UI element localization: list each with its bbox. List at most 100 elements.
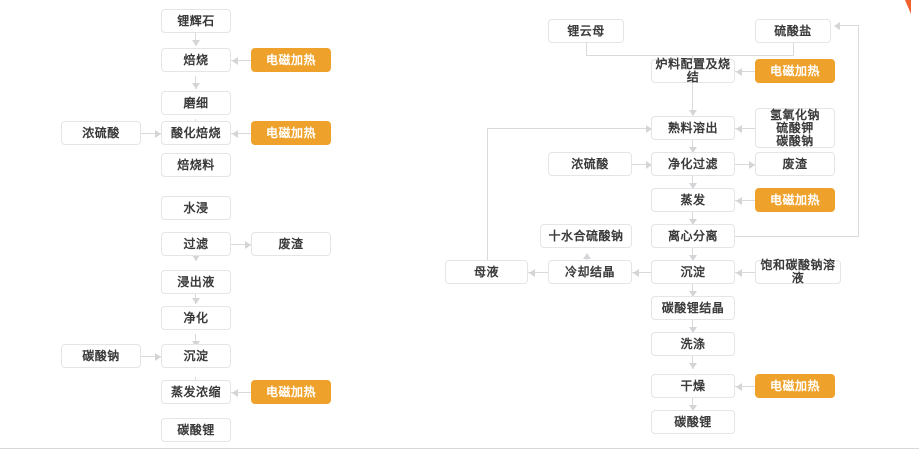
arrowhead-tansuanna (155, 353, 161, 361)
connector-soda-to-precipitation (735, 272, 755, 273)
node-roasted-material[interactable]: 焙烧料 (161, 153, 231, 177)
node-leachate[interactable]: 浸出液 (161, 270, 231, 294)
loop-centrifuge-to-sulfate (840, 25, 858, 26)
arrowhead-right-3 (689, 183, 697, 189)
arrowhead-loop-to-dissolution (646, 125, 652, 133)
node-heater-evaporation-right[interactable]: 电磁加热 (755, 188, 835, 212)
node-purification-filtration[interactable]: 净化过滤 (651, 152, 735, 176)
connector-left-chain-2 (195, 76, 196, 89)
node-heater-evaporation[interactable]: 电磁加热 (251, 380, 331, 404)
node-concentrated-sulfuric-acid-right[interactable]: 浓硫酸 (548, 152, 632, 176)
node-sulfate[interactable]: 硫酸盐 (755, 19, 831, 43)
node-saturated-soda-solution[interactable]: 饱和碳酸钠溶液 (755, 259, 841, 285)
arrowhead-guolv-feizha (245, 241, 251, 249)
node-lithium-carbonate-crystal[interactable]: 碳酸锂结晶 (651, 296, 735, 320)
connector-nongliusuan (141, 133, 161, 134)
arrowhead-left-6 (192, 255, 200, 261)
node-heater-acid-roasting[interactable]: 电磁加热 (251, 121, 331, 145)
node-waste-residue-right[interactable]: 废渣 (755, 152, 835, 176)
node-precipitation[interactable]: 沉淀 (161, 344, 231, 368)
arrowhead-heater-zhengfa (232, 389, 238, 397)
node-sodium-carbonate-left[interactable]: 碳酸钠 (61, 344, 141, 368)
node-filtration[interactable]: 过滤 (161, 232, 231, 256)
connector-feedstock-join (586, 55, 794, 56)
arrowhead-crystallization-to-motherliquor (529, 269, 535, 277)
arrowhead-heater-evaporation-right (736, 197, 742, 205)
node-purification[interactable]: 净化 (161, 306, 231, 330)
node-grinding[interactable]: 磨细 (161, 91, 231, 115)
node-charge-prep-sintering[interactable]: 炉料配置及烧结 (651, 58, 735, 84)
connector-precipitation-to-crystallization (632, 272, 652, 273)
connector-heater-zhengfa (231, 392, 251, 393)
connector-sulfuric-to-purification (632, 164, 652, 165)
arrowhead-purification-to-waste (749, 161, 755, 169)
arrowhead-right-1 (689, 110, 697, 116)
node-evaporation[interactable]: 蒸发 (651, 188, 735, 212)
connector-right-chain-9 (692, 398, 693, 411)
node-lithium-carbonate-left[interactable]: 碳酸锂 (161, 418, 231, 442)
arrowhead-right-5 (689, 255, 697, 261)
arrowhead-left-2 (192, 83, 200, 89)
connector-left-chain-8 (195, 334, 196, 347)
loop-motherliquor-up (487, 128, 488, 261)
arrowhead-right-2 (689, 147, 697, 153)
loop-centrifuge-right (735, 236, 858, 237)
arrowhead-heater-suanhua (232, 130, 238, 138)
connector-heater-suanhua (231, 133, 251, 134)
connector-right-chain-4 (692, 212, 693, 225)
node-centrifugal-separation[interactable]: 离心分离 (651, 224, 735, 248)
connector-right-chain-1 (692, 83, 693, 115)
node-precipitation-right[interactable]: 沉淀 (651, 260, 735, 284)
connector-liusuanyan-down (793, 43, 794, 55)
node-lepidolite[interactable]: 锂云母 (548, 19, 624, 43)
node-concentrated-sulfuric-acid-left[interactable]: 浓硫酸 (61, 121, 141, 145)
arrowhead-loop-to-sulfate (834, 22, 840, 30)
node-lithium-spodumene[interactable]: 锂辉石 (161, 9, 231, 33)
arrowhead-left-1 (192, 40, 200, 46)
corner-marker-icon (905, 0, 911, 14)
arrowhead-heater-beishao (232, 57, 238, 65)
loop-centrifuge-up (858, 25, 859, 237)
arrowhead-right-9 (689, 405, 697, 411)
connector-liyunmu-down (586, 43, 587, 55)
node-heater-sintering[interactable]: 电磁加热 (755, 59, 835, 83)
arrowhead-alkali-to-dissolution (736, 125, 742, 133)
node-alkali-reagents[interactable]: 氢氧化钠 硫酸钾 碳酸钠 (755, 108, 835, 148)
arrowhead-nongliusuan (155, 130, 161, 138)
node-drying[interactable]: 干燥 (651, 374, 735, 398)
node-lithium-carbonate-right[interactable]: 碳酸锂 (651, 410, 735, 434)
connector-heater-sintering (735, 71, 755, 72)
arrowhead-sulfuric-to-purification (646, 161, 652, 169)
node-cooling-crystallization[interactable]: 冷却结晶 (548, 260, 632, 284)
arrowhead-right-7 (689, 327, 697, 333)
arrowhead-heater-drying (736, 383, 742, 391)
connector-right-chain-5 (692, 248, 693, 261)
arrowhead-heater-sintering (736, 68, 742, 76)
node-waste-residue-left[interactable]: 废渣 (251, 232, 331, 256)
node-roasting[interactable]: 焙烧 (161, 48, 231, 72)
connector-heater-drying (735, 386, 755, 387)
node-water-leaching[interactable]: 水浸 (161, 196, 231, 220)
node-washing[interactable]: 洗涤 (651, 332, 735, 356)
arrowhead-soda-to-precipitation (736, 269, 742, 277)
node-clinker-dissolution[interactable]: 熟料溶出 (651, 116, 735, 140)
node-acid-roasting[interactable]: 酸化焙烧 (161, 121, 231, 145)
connector-crystallization-to-glaubersalt (586, 254, 587, 264)
page-divider (0, 448, 919, 449)
node-mother-liquor[interactable]: 母液 (445, 260, 528, 284)
connector-right-chain-8 (692, 356, 693, 369)
connector-right-chain-7 (692, 320, 693, 333)
connector-purification-to-waste (735, 164, 755, 165)
node-heater-roasting[interactable]: 电磁加热 (251, 48, 331, 72)
arrowhead-crystallization-to-glaubersalt (583, 253, 591, 259)
node-glauber-salt[interactable]: 十水合硫酸钠 (540, 224, 632, 248)
loop-motherliquor-right (487, 128, 652, 129)
node-heater-drying[interactable]: 电磁加热 (755, 374, 835, 398)
connector-crystallization-to-motherliquor (528, 272, 548, 273)
arrowhead-right-6 (689, 291, 697, 297)
arrowhead-right-4 (689, 219, 697, 225)
node-evaporation-concentration[interactable]: 蒸发浓缩 (161, 380, 231, 404)
connector-left-chain-7 (195, 291, 196, 304)
connector-tansuanna (141, 356, 161, 357)
